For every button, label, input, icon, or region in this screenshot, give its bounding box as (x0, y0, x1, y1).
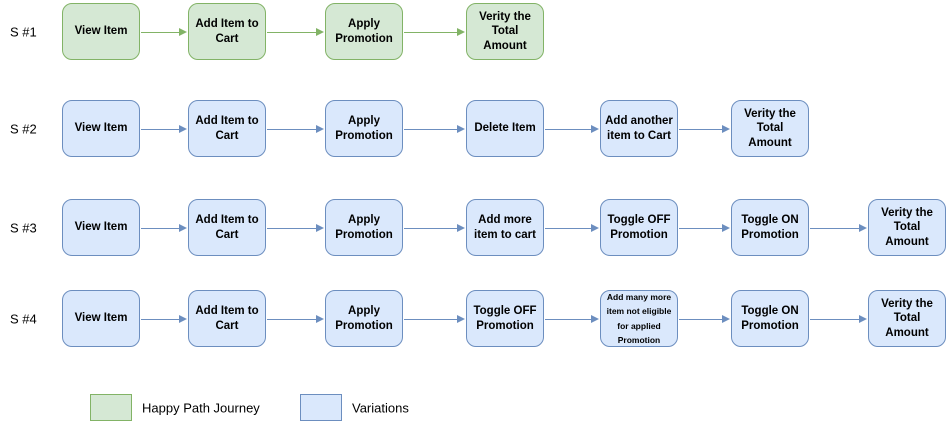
flow-arrow (141, 318, 180, 320)
scenario-label: S #1 (10, 24, 37, 39)
step-node: Apply Promotion (325, 100, 403, 157)
flow-arrow (810, 227, 860, 229)
step-node: Add Item to Cart (188, 290, 266, 347)
arrowhead-icon (591, 314, 599, 323)
scenario-label: S #3 (10, 220, 37, 235)
step-node: Toggle OFF Promotion (600, 199, 678, 256)
flow-arrow (404, 227, 458, 229)
step-node: Delete Item (466, 100, 544, 157)
arrowhead-icon (457, 223, 465, 232)
arrowhead-icon (859, 223, 867, 232)
flow-arrow (404, 318, 458, 320)
step-node: View Item (62, 290, 140, 347)
flow-arrow (679, 318, 723, 320)
arrowhead-icon (591, 223, 599, 232)
step-node: Verity the Total Amount (868, 199, 946, 256)
step-node: View Item (62, 199, 140, 256)
arrowhead-icon (179, 314, 187, 323)
flow-arrow (545, 227, 592, 229)
step-node: Add Item to Cart (188, 3, 266, 60)
arrowhead-icon (457, 314, 465, 323)
flow-arrow (141, 128, 180, 130)
arrowhead-icon (179, 124, 187, 133)
step-node: Add another item to Cart (600, 100, 678, 157)
step-node: Add many more item not eligible for appl… (600, 290, 678, 347)
flow-arrow (141, 31, 180, 33)
arrowhead-icon (179, 223, 187, 232)
step-node: Toggle ON Promotion (731, 290, 809, 347)
flow-arrow (267, 31, 317, 33)
step-node: Toggle ON Promotion (731, 199, 809, 256)
arrowhead-icon (316, 223, 324, 232)
step-node: Apply Promotion (325, 199, 403, 256)
flow-arrow (545, 128, 592, 130)
step-node: Add more item to cart (466, 199, 544, 256)
legend-swatch-variations (300, 394, 342, 421)
flow-arrow (267, 318, 317, 320)
step-node: View Item (62, 100, 140, 157)
step-node: Add Item to Cart (188, 100, 266, 157)
arrowhead-icon (316, 314, 324, 323)
legend-label-variations: Variations (352, 400, 409, 416)
legend-swatch-happy-path (90, 394, 132, 421)
step-node: Verity the Total Amount (868, 290, 946, 347)
flow-arrow (679, 128, 723, 130)
scenario-label: S #4 (10, 311, 37, 326)
step-node: Verity the Total Amount (731, 100, 809, 157)
flow-arrow (267, 128, 317, 130)
arrowhead-icon (591, 124, 599, 133)
arrowhead-icon (722, 223, 730, 232)
step-node: Toggle OFF Promotion (466, 290, 544, 347)
flow-arrow (810, 318, 860, 320)
flow-arrow (404, 128, 458, 130)
arrowhead-icon (316, 124, 324, 133)
arrowhead-icon (457, 27, 465, 36)
arrowhead-icon (722, 314, 730, 323)
step-node: Add Item to Cart (188, 199, 266, 256)
flow-arrow (141, 227, 180, 229)
arrowhead-icon (722, 124, 730, 133)
arrowhead-icon (457, 124, 465, 133)
flow-arrow (404, 31, 458, 33)
legend-label-happy-path: Happy Path Journey (142, 400, 260, 416)
flow-arrow (679, 227, 723, 229)
step-node: Verity the Total Amount (466, 3, 544, 60)
flow-arrow (545, 318, 592, 320)
scenario-label: S #2 (10, 121, 37, 136)
arrowhead-icon (316, 27, 324, 36)
flow-arrow (267, 227, 317, 229)
arrowhead-icon (179, 27, 187, 36)
arrowhead-icon (859, 314, 867, 323)
step-node: Apply Promotion (325, 290, 403, 347)
step-node: Apply Promotion (325, 3, 403, 60)
step-node: View Item (62, 3, 140, 60)
